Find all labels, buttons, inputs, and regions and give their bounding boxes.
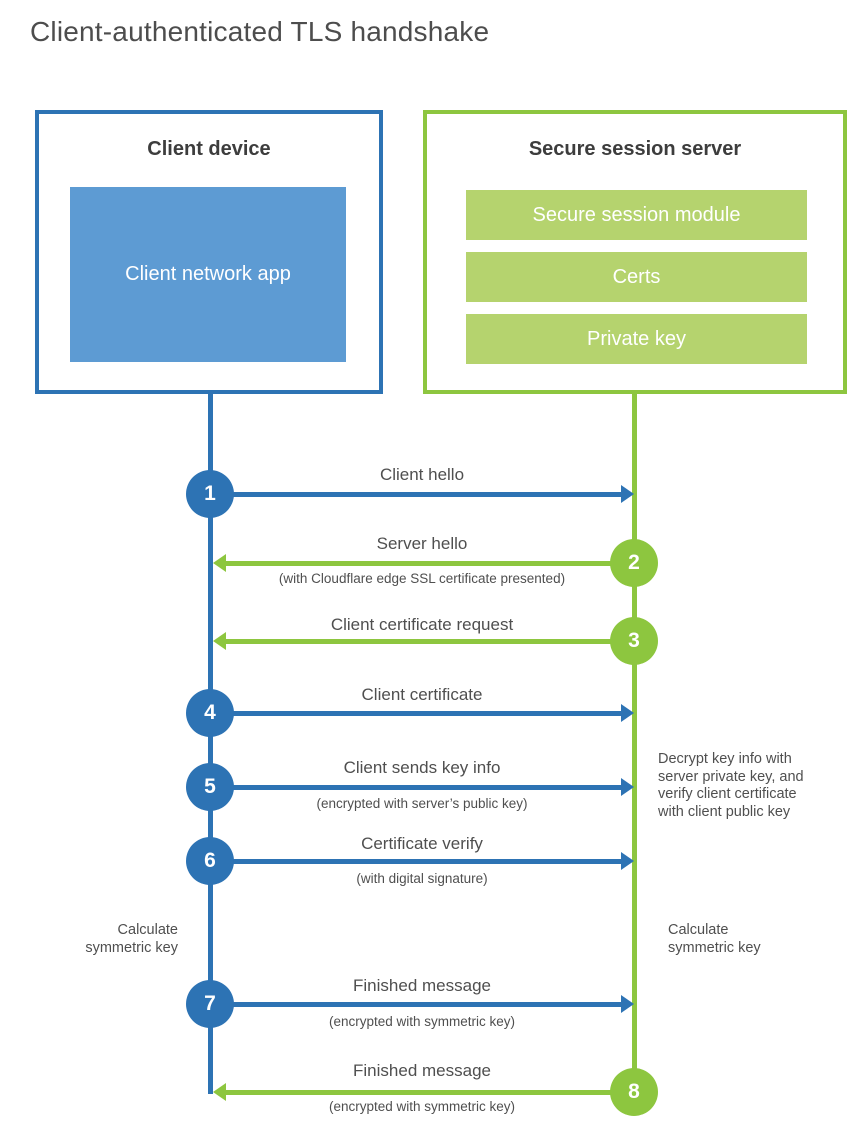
page-title: Client-authenticated TLS handshake [30,16,490,47]
server-lifeline [632,392,637,1070]
step-6-arrowhead-icon [621,852,634,870]
step-8-label: Finished message [353,1061,491,1080]
note-calculate-symmetric-key-client: Calculate symmetric key [85,922,178,956]
note-decrypt-key-info: Decrypt key info with server private key… [658,751,804,820]
step-8-arrow-line [226,1090,612,1095]
step-1-arrow-line [232,492,621,497]
step-3-arrow-line [226,639,612,644]
client-device-title: Client device [147,138,271,160]
step-4-badge: 4 [186,689,234,737]
step-3-label: Client certificate request [330,615,514,634]
client-network-app-box: Client network app [70,187,346,362]
note-calculate-symmetric-key-server: Calculate symmetric key [668,922,761,956]
step-2-arrowhead-icon [213,554,226,572]
step-8-badge: 8 [610,1068,658,1116]
step-6-sublabel: (with digital signature) [356,871,488,886]
step-4-arrowhead-icon [621,704,634,722]
step-7-arrowhead-icon [621,995,634,1013]
step-5-sublabel: (encrypted with server’s public key) [316,796,528,811]
step-5-arrowhead-icon [621,778,634,796]
step-7-label: Finished message [353,976,491,995]
step-1-label: Client hello [379,465,465,484]
step-1-badge: 1 [186,470,234,518]
step-6-arrow-line [232,859,621,864]
step-7-badge: 7 [186,980,234,1028]
step-6-label: Certificate verify [361,834,483,853]
step-6-badge: 6 [186,837,234,885]
step-3-arrowhead-icon [213,632,226,650]
module-bar-private-key: Private key [466,314,807,364]
step-2-sublabel: (with Cloudflare edge SSL certificate pr… [278,571,566,586]
client-network-app-label: Client network app [125,263,291,285]
client-lifeline [208,392,213,1094]
step-4-label: Client certificate [361,685,483,704]
module-bar-secure-session-module: Secure session module [466,190,807,240]
step-4-arrow-line [232,711,621,716]
secure-session-server-title: Secure session server [528,138,742,160]
step-2-badge: 2 [610,539,658,587]
module-bar-certs: Certs [466,252,807,302]
step-7-arrow-line [232,1002,621,1007]
client-device-box: Client device Client network app [35,110,383,394]
step-2-label: Server hello [376,534,468,553]
step-8-arrowhead-icon [213,1083,226,1101]
step-5-badge: 5 [186,763,234,811]
step-2-arrow-line [226,561,612,566]
step-3-badge: 3 [610,617,658,665]
step-1-arrowhead-icon [621,485,634,503]
step-8-sublabel: (encrypted with symmetric key) [328,1099,516,1114]
step-5-arrow-line [232,785,621,790]
step-7-sublabel: (encrypted with symmetric key) [328,1014,516,1029]
secure-session-server-box: Secure session server Secure session mod… [423,110,847,394]
step-5-label: Client sends key info [343,758,501,777]
